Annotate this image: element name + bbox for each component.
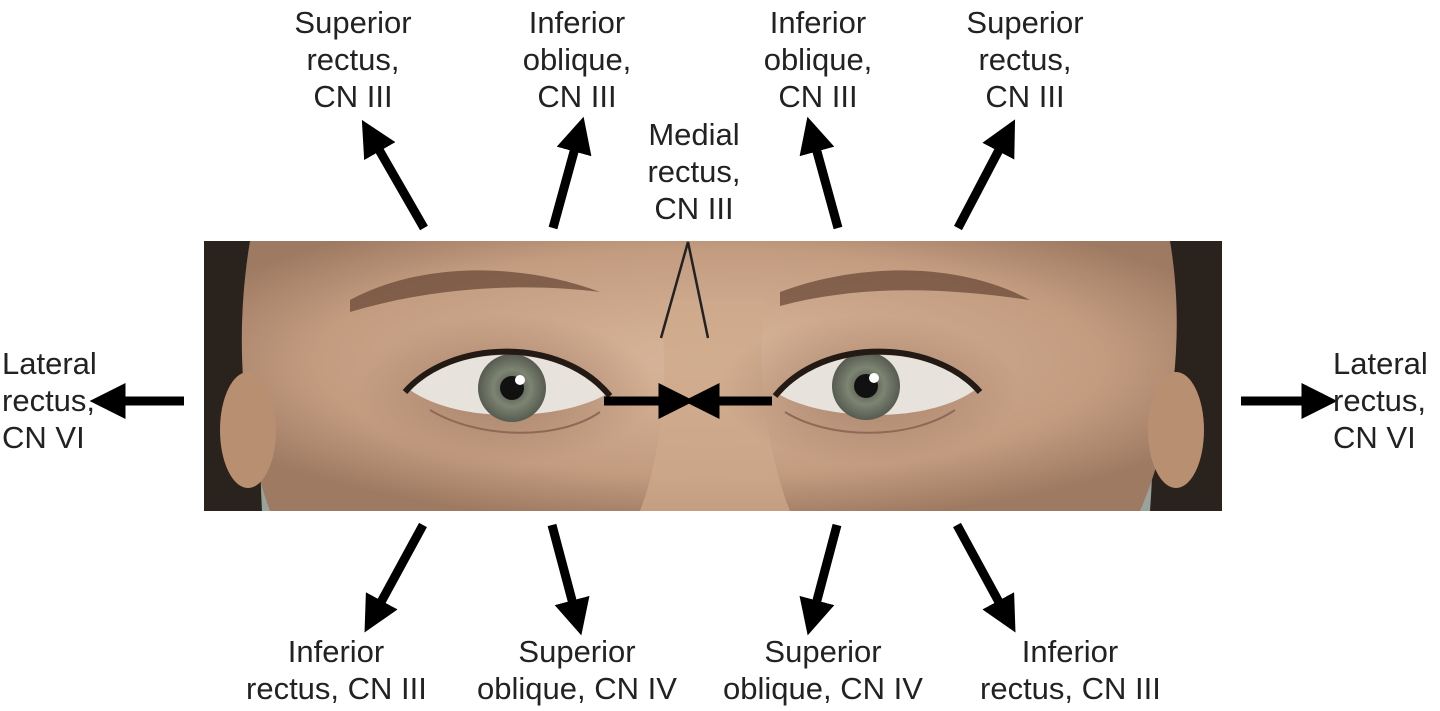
arrow-inferior-rectus-right xyxy=(364,522,427,633)
arrow-superior-rectus-left xyxy=(954,119,1016,231)
arrow-superior-oblique-right xyxy=(547,523,590,636)
arrow-inferior-rectus-left xyxy=(953,522,1016,633)
arrow-inferior-oblique-right xyxy=(548,116,592,230)
arrow-inferior-oblique-left xyxy=(799,116,843,230)
arrow-superior-rectus-right xyxy=(361,119,428,231)
arrow-superior-oblique-left xyxy=(799,523,842,636)
